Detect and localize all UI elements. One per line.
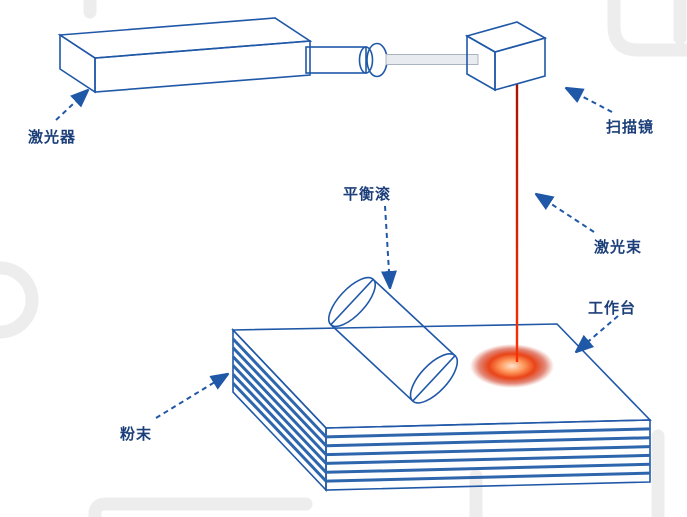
arrow-to-table	[576, 315, 619, 352]
powder-bed-platform	[231, 323, 652, 493]
arrow-to-roller	[385, 205, 390, 288]
table-label: 工作台	[588, 300, 637, 317]
laser-spot-glow	[470, 344, 554, 388]
laser-front-face	[94, 40, 311, 93]
platform-top-surface	[231, 323, 652, 429]
scanner-top-face	[464, 21, 548, 53]
laser-top-face	[57, 17, 313, 59]
scanner-mirror-box	[464, 21, 548, 92]
lens-tube	[305, 42, 479, 78]
powder-layers-left	[231, 337, 328, 483]
scanner-front-face	[494, 36, 546, 92]
powder-label: 粉末	[120, 426, 153, 443]
arrow-to-beam	[536, 194, 595, 233]
arrow-to-laser	[55, 90, 88, 121]
lens-collar	[366, 42, 388, 78]
laser-housing	[57, 17, 313, 94]
powder-layers-front	[325, 427, 651, 483]
laser-label: 激光器	[28, 129, 77, 146]
roller-label: 平衡滚	[343, 186, 392, 203]
roller-cylinder	[328, 276, 459, 404]
arrow-to-powder	[155, 374, 228, 419]
laser-end-face	[59, 33, 96, 94]
beam-label: 激光束	[594, 239, 643, 256]
scanner-label: 扫描镜	[606, 119, 655, 136]
callout-arrows	[55, 88, 619, 419]
roller-end-cap	[409, 353, 459, 404]
connecting-rod	[385, 54, 479, 65]
arrow-to-scanner	[566, 88, 613, 113]
